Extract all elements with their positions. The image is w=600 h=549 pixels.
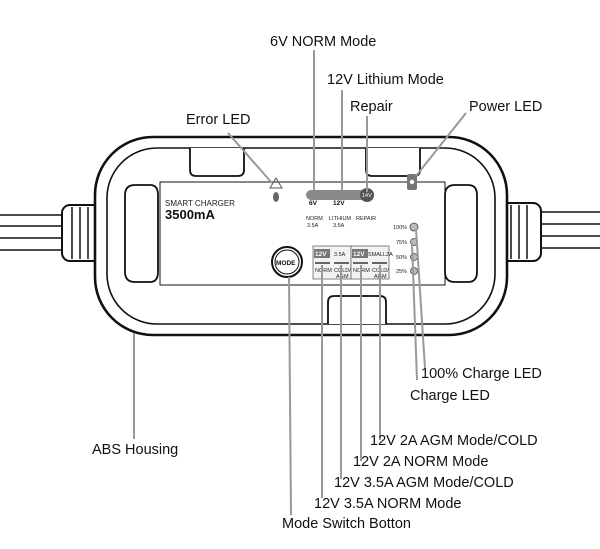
group2-amp: SMALL2A	[368, 252, 393, 258]
group35-sub2a: COLD/	[334, 268, 351, 274]
group35-sub2b: AGM	[336, 274, 349, 280]
callout-12v-35a-norm: 12V 3.5A NORM Mode	[314, 496, 462, 512]
charge-label-75: 75%	[396, 240, 407, 246]
callout-repair: Repair	[350, 99, 393, 115]
callout-6v-norm: 6V NORM Mode	[270, 34, 376, 50]
callout-mode-switch: Mode Switch Botton	[282, 516, 411, 532]
abs-housing-shape	[93, 135, 509, 337]
group2-volt: 12V	[353, 251, 365, 258]
repair-sub: REPAIR	[356, 216, 376, 222]
brand-line2: 3500mA	[165, 207, 215, 222]
callout-12v-lithium: 12V Lithium Mode	[327, 72, 444, 88]
callout-error-led: Error LED	[186, 112, 250, 128]
repair-icon	[360, 188, 374, 202]
v12-label: 12V	[333, 200, 345, 207]
mode-button-label: MODE	[276, 260, 296, 267]
v6-sub2: 3.5A	[307, 223, 319, 229]
repair-icon-label: 14V	[362, 193, 372, 199]
mode-group-35a: 12V 3.5A NORM COLD/ AGM	[312, 245, 352, 280]
left-cable	[0, 214, 70, 251]
charge-label-50: 50%	[396, 255, 407, 261]
v12-sub2: 3.5A	[333, 223, 345, 229]
callout-100-charge-led: 100% Charge LED	[421, 366, 542, 382]
v6-label: 6V	[309, 200, 318, 207]
group35-amp: 3.5A	[334, 252, 346, 258]
v12-sub1: LITHIUM	[329, 216, 351, 222]
right-cable	[535, 211, 600, 249]
callout-power-led: Power LED	[469, 99, 542, 115]
group35-sub1: NORM	[315, 268, 332, 274]
top-mode-leds: 14V 6V NORM 3.5A 12V LITHIUM 3.5A REPAIR	[306, 188, 376, 229]
brand-line1: SMART CHARGER	[165, 199, 235, 208]
callout-12v-35a-agm: 12V 3.5A AGM Mode/COLD	[334, 475, 514, 491]
group35-volt: 12V	[315, 251, 327, 258]
charge-label-25: 25%	[396, 269, 407, 275]
power-led	[407, 174, 417, 190]
callout-charge-led: Charge LED	[410, 388, 490, 404]
error-led	[273, 192, 279, 202]
callout-abs-housing: ABS Housing	[92, 442, 178, 458]
mode-switch-button[interactable]: MODE	[271, 246, 303, 278]
error-led-area	[269, 177, 283, 202]
callout-12v-2a-norm: 12V 2A NORM Mode	[353, 454, 488, 470]
mode-group-2a: 12V SMALL2A NORM COLD/ AGM	[350, 245, 393, 280]
leader-lines	[133, 50, 467, 516]
callout-12v-2a-agm: 12V 2A AGM Mode/COLD	[370, 433, 538, 449]
charge-label-100: 100%	[393, 225, 407, 231]
v6-sub1: NORM	[306, 216, 323, 222]
